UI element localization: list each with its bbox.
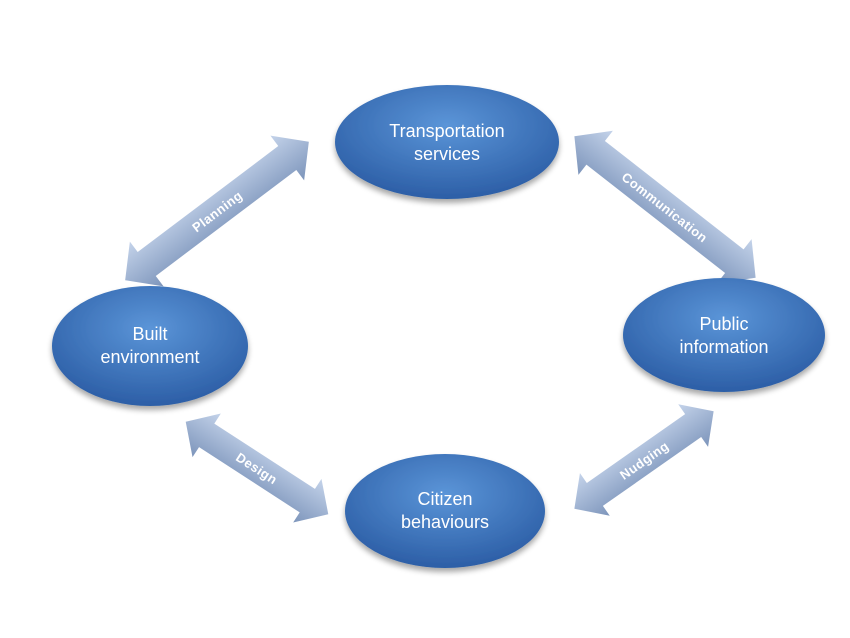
node-citizen-behaviours: Citizen behaviours: [345, 454, 545, 568]
communication-arrow: Communication: [574, 130, 756, 284]
node-transportation-services: Transportation services: [335, 85, 559, 199]
communication-label: Communication: [619, 169, 711, 245]
node-public-info-line1: Public: [699, 314, 748, 334]
design-arrow: Design: [185, 413, 329, 523]
node-public-info-line2: information: [679, 337, 768, 357]
node-citizen-line2: behaviours: [401, 512, 489, 532]
planning-arrow: Planning: [125, 135, 309, 287]
node-public-information: Public information: [623, 278, 825, 392]
node-transportation-line2: services: [414, 144, 480, 164]
node-transportation-line1: Transportation: [389, 121, 504, 141]
nudging-arrow: Nudging: [574, 404, 714, 516]
node-citizen-line1: Citizen: [417, 489, 472, 509]
node-built-env-line1: Built: [132, 324, 167, 344]
node-built-environment: Built environment: [52, 286, 248, 406]
node-built-env-line2: environment: [100, 347, 199, 367]
